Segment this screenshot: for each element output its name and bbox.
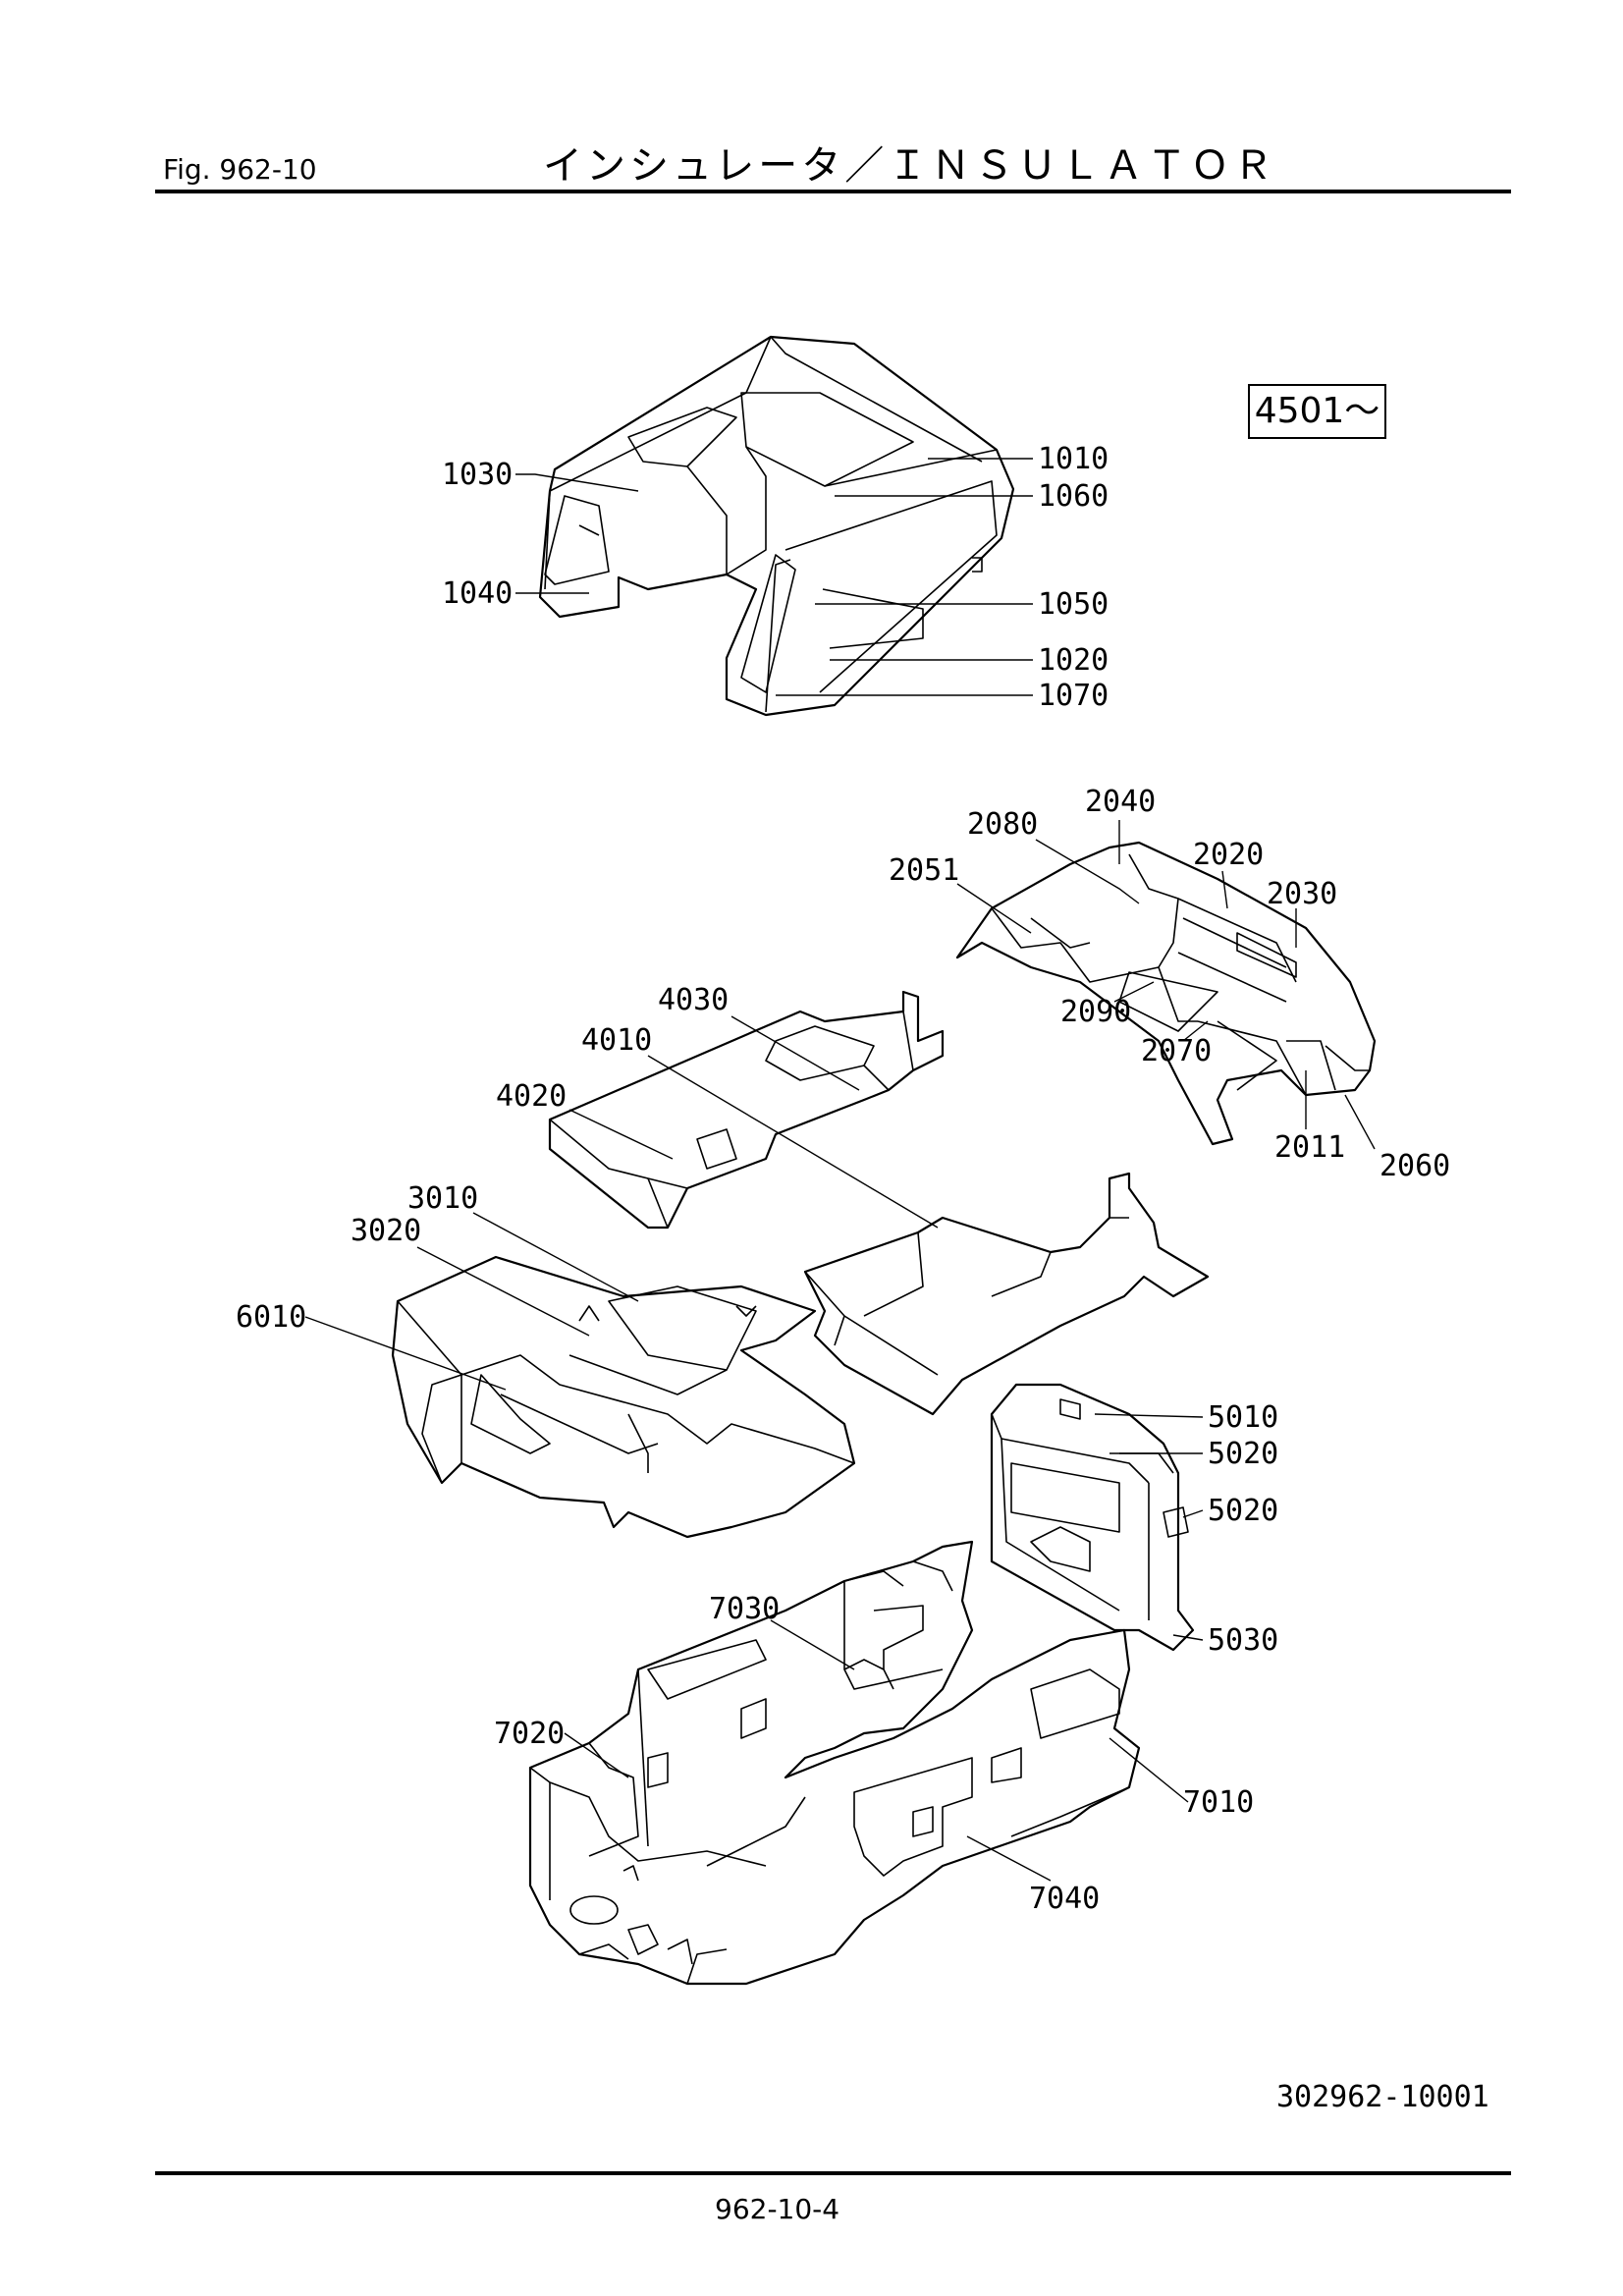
drawing-number: 302962-10001	[1276, 2080, 1489, 2114]
callout-1040: 1040	[442, 576, 513, 611]
callout-2060: 2060	[1380, 1149, 1450, 1183]
footer-rule	[155, 2171, 1511, 2175]
callout-2080: 2080	[967, 807, 1038, 842]
callout-4010: 4010	[581, 1023, 652, 1058]
callout-1070: 1070	[1038, 679, 1109, 713]
callout-3020: 3020	[351, 1214, 421, 1248]
callout-2090: 2090	[1060, 995, 1131, 1029]
callout-2040: 2040	[1085, 785, 1156, 819]
figure-label: Fig. 962-10	[163, 153, 317, 186]
callout-2070: 2070	[1141, 1034, 1212, 1068]
callout-2030: 2030	[1267, 877, 1337, 911]
callout-2020: 2020	[1193, 838, 1264, 872]
page-title: インシュレータ／ＩＮＳＵＬＡＴＯＲ	[543, 143, 1277, 189]
callout-1020: 1020	[1038, 643, 1109, 678]
callout-7030: 7030	[709, 1592, 780, 1626]
callout-1050: 1050	[1038, 587, 1109, 622]
callout-2011: 2011	[1274, 1130, 1345, 1165]
callout-2051: 2051	[889, 853, 959, 888]
callout-7040: 7040	[1029, 1882, 1100, 1916]
callout-5030: 5030	[1208, 1623, 1278, 1658]
callout-1010: 1010	[1038, 442, 1109, 476]
page-number: 962-10-4	[715, 2193, 840, 2225]
leader-lines	[304, 458, 1376, 1882]
callout-4020: 4020	[496, 1079, 567, 1114]
callout-1060: 1060	[1038, 479, 1109, 514]
callout-1030: 1030	[442, 458, 513, 492]
callout-6010: 6010	[236, 1300, 306, 1335]
serial-range-box: 4501～	[1248, 384, 1386, 439]
part-4000-floor-insulator	[548, 990, 1210, 1416]
part-5000-box-insulator	[990, 1383, 1195, 1652]
callout-5010: 5010	[1208, 1400, 1278, 1435]
callout-4030: 4030	[658, 983, 729, 1017]
callout-5020-a: 5020	[1208, 1437, 1278, 1471]
header-rule	[155, 190, 1511, 193]
callout-5020-b: 5020	[1208, 1494, 1278, 1528]
callout-7010: 7010	[1183, 1785, 1254, 1820]
part-7000-frame-insulator	[528, 1540, 1141, 1986]
callout-7020: 7020	[494, 1717, 565, 1751]
part-1000-cab-insulator	[538, 335, 1015, 717]
part-3000-floor-mat	[391, 1255, 856, 1539]
callout-3010: 3010	[407, 1181, 478, 1216]
callout-labels: 1030 1040 1010 1060 1050 1020 1070 2040 …	[236, 442, 1450, 1916]
